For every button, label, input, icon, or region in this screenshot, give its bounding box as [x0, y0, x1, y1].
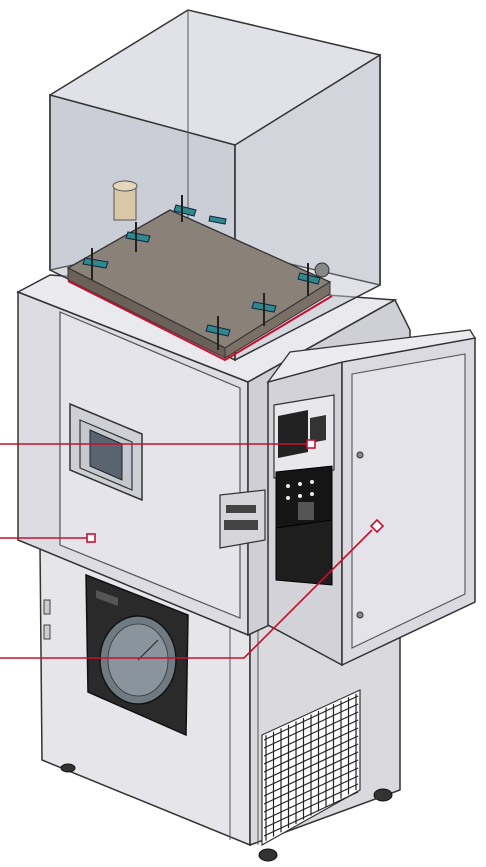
clamps — [82, 204, 321, 337]
casters — [60, 763, 393, 862]
viewing-window — [69, 402, 143, 502]
callout-cabinet-door-marker — [369, 518, 385, 534]
button-panel — [275, 465, 333, 535]
callout-chamber-door-marker — [86, 533, 96, 543]
vent-grille — [261, 689, 361, 847]
inlet-valve — [112, 180, 330, 278]
callouts — [0, 439, 385, 659]
callout-cabinet-door-line — [0, 529, 373, 659]
clamp-posts — [91, 195, 309, 350]
lower-control-panel — [275, 519, 333, 586]
control-display-unit — [273, 394, 335, 479]
callout-control-display-marker — [306, 439, 316, 449]
door-latch — [219, 489, 266, 549]
chart-recorder — [85, 573, 189, 737]
